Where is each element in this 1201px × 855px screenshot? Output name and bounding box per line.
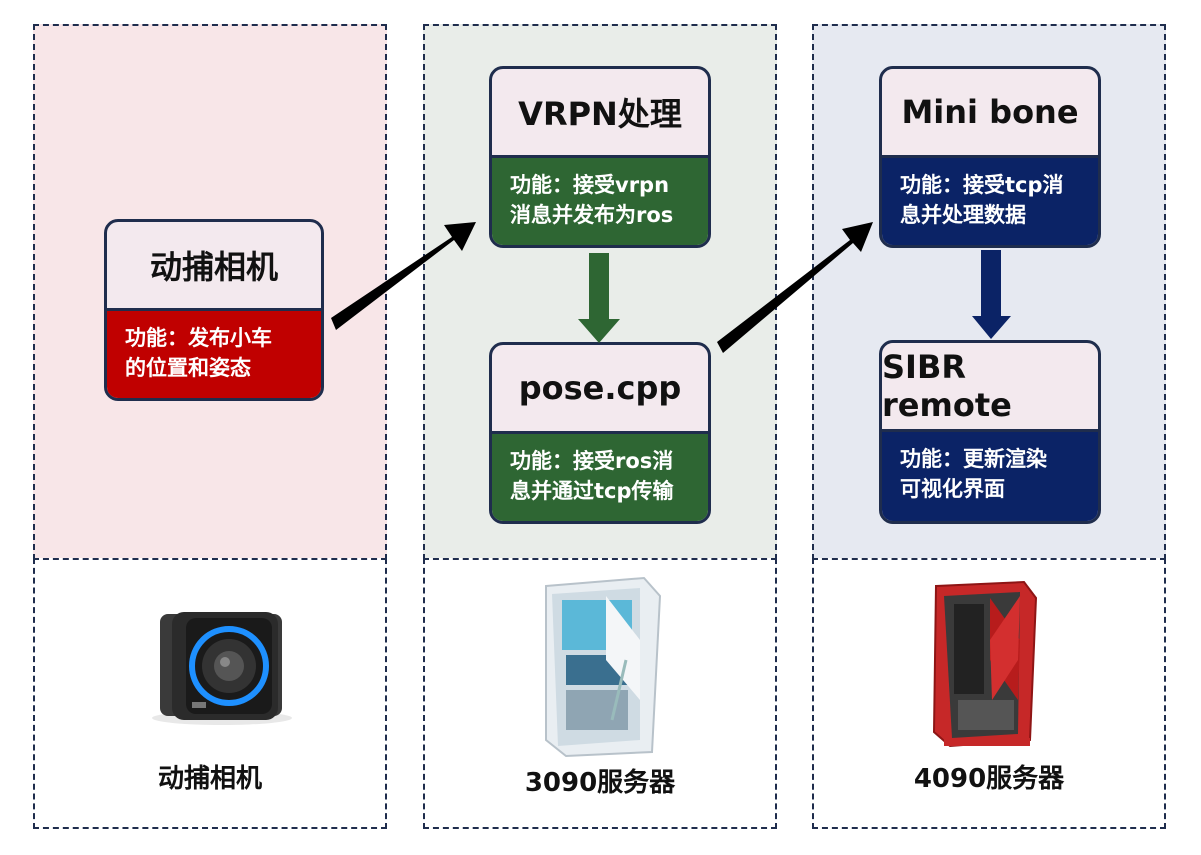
device-label: 动捕相机 (157, 764, 262, 794)
motion-capture-camera-icon (152, 612, 292, 725)
device-label: 4090服务器 (913, 764, 1065, 794)
card-title: VRPN处理 (492, 69, 708, 158)
card-description-line: 功能：接受ros消 (510, 449, 674, 473)
card-description-line: 息并通过tcp传输 (510, 479, 674, 503)
card-mini-bone: Mini bone 功能：接受tcp消 息并处理数据 (879, 66, 1101, 248)
arrow-minibone-to-sibr (972, 250, 1011, 339)
card-description: 功能：接受vrpn 消息并发布为ros (492, 158, 708, 245)
card-motion-capture: 动捕相机 功能：发布小车 的位置和姿态 (104, 219, 324, 401)
device-label: 3090服务器 (524, 768, 676, 798)
card-title: SIBR remote (882, 343, 1098, 432)
arrow-pose-to-minibone (717, 222, 873, 353)
card-description: 功能：更新渲染 可视化界面 (882, 432, 1098, 521)
card-description-line: 功能：更新渲染 (900, 447, 1047, 471)
arrow-camera-to-vrpn (331, 222, 476, 330)
card-description-line: 功能：接受tcp消 (900, 173, 1064, 197)
red-pc-tower-icon (932, 580, 1038, 748)
card-title: pose.cpp (492, 345, 708, 434)
card-pose-cpp: pose.cpp 功能：接受ros消 息并通过tcp传输 (489, 342, 711, 524)
card-vrpn: VRPN处理 功能：接受vrpn 消息并发布为ros (489, 66, 711, 248)
card-sibr-remote: SIBR remote 功能：更新渲染 可视化界面 (879, 340, 1101, 524)
card-description-line: 功能：发布小车 (125, 326, 272, 350)
card-description: 功能：接受ros消 息并通过tcp传输 (492, 434, 708, 521)
card-description-line: 功能：接受vrpn (510, 173, 670, 197)
card-description: 功能：发布小车 的位置和姿态 (107, 311, 321, 398)
arrow-vrpn-to-pose (578, 253, 620, 343)
card-description-line: 消息并发布为ros (510, 203, 674, 227)
card-description: 功能：接受tcp消 息并处理数据 (882, 158, 1098, 245)
card-title: 动捕相机 (107, 222, 321, 311)
card-description-line: 息并处理数据 (900, 203, 1026, 227)
card-description-line: 可视化界面 (900, 477, 1005, 501)
card-description-line: 的位置和姿态 (125, 356, 251, 380)
white-pc-tower-icon (545, 576, 662, 758)
card-title: Mini bone (882, 69, 1098, 158)
